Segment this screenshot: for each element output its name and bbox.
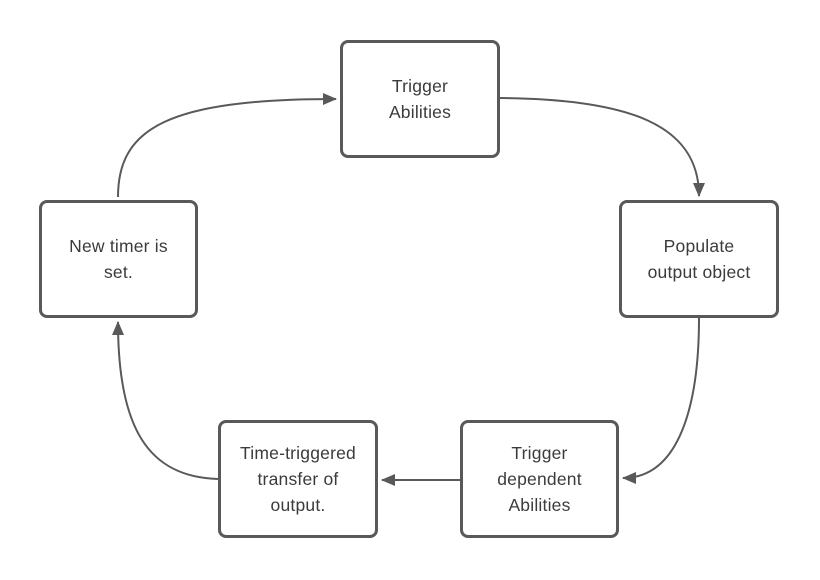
node-populate-output-object: Populate output object: [619, 200, 779, 318]
node-trigger-dependent-abilities: Trigger dependent Abilities: [460, 420, 619, 538]
edge-new-timer-to-trigger-abilities: [117, 93, 337, 198]
node-new-timer-is-set: New timer is set.: [39, 200, 198, 318]
edge-trigger-abilities-to-populate-output: [499, 97, 705, 197]
node-label: Populate output object: [647, 236, 751, 282]
node-label: Time-triggered transfer of output.: [240, 443, 356, 515]
node-label: Trigger dependent Abilities: [497, 443, 582, 515]
node-trigger-abilities: Trigger Abilities: [340, 40, 500, 158]
node-label: New timer is set.: [69, 236, 168, 282]
node-time-triggered-transfer: Time-triggered transfer of output.: [218, 420, 378, 538]
edge-populate-output-to-trigger-dependent: [622, 317, 700, 484]
edge-time-triggered-to-new-timer: [112, 321, 219, 480]
node-label: Trigger Abilities: [388, 76, 452, 122]
